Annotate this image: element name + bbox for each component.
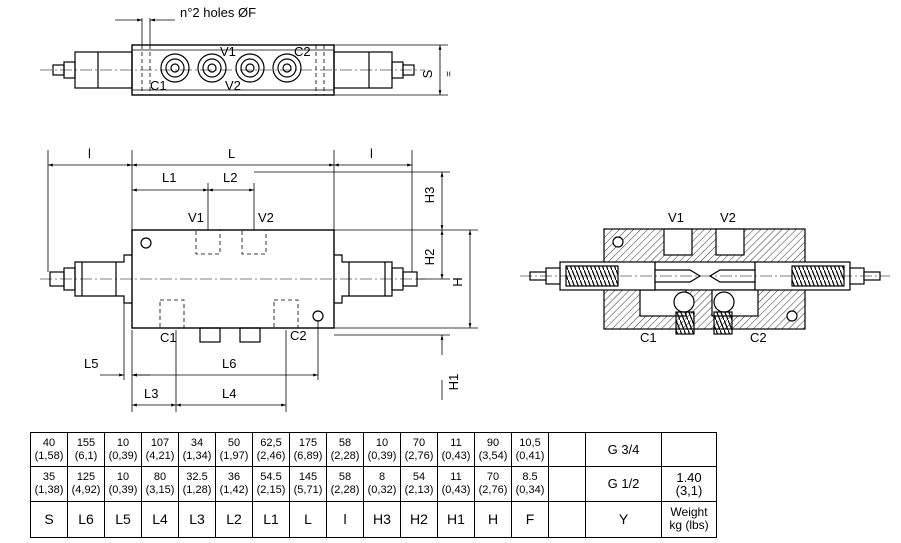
table-cell: 10(0,39) — [104, 431, 142, 468]
table-cell — [548, 466, 586, 502]
top-v1-label: V1 — [220, 44, 236, 59]
section-c1-label: C1 — [640, 330, 657, 345]
table-header-cell: H3 — [363, 500, 401, 539]
table-row: 35(1,38)125(4,92)10(0,39)80(3,15)32.5(1,… — [30, 466, 717, 502]
front-v1-label: V1 — [188, 210, 204, 225]
table-header-cell: L3 — [178, 500, 216, 539]
table-header-cell: L2 — [215, 500, 253, 539]
table-cell: 32.5(1,28) — [178, 466, 216, 502]
section-v2-label: V2 — [720, 210, 736, 225]
holes-label: n°2 holes ØF — [180, 5, 256, 20]
table-cell: 36(1,42) — [215, 466, 253, 502]
H3-label: H3 — [422, 187, 437, 204]
table-header-cell: l — [326, 500, 364, 539]
L6-label: L6 — [222, 356, 236, 371]
table-cell: 11(0,43) — [437, 431, 475, 468]
table-cell: 54(2,13) — [400, 466, 438, 502]
table-cell: 35(1,38) — [30, 466, 68, 502]
table-header-cell: H — [474, 500, 512, 539]
table-header-cell: F — [511, 500, 549, 539]
weight-cell: 1.40(3,1) — [661, 466, 717, 502]
dimension-table: 40(1,58)155(6,1)10(0,39)107(4,21)34(1,34… — [30, 431, 717, 539]
table-header-cell: L6 — [67, 500, 105, 539]
H-label: H — [450, 277, 465, 286]
table-cell: 50(1,97) — [215, 431, 253, 468]
L3-label: L3 — [144, 386, 158, 401]
table-cell: 155(6,1) — [67, 431, 105, 468]
l-left-label: l — [88, 146, 91, 161]
table-cell: 34(1,34) — [178, 431, 216, 468]
table-cell — [548, 431, 586, 468]
top-c2-label: C2 — [294, 44, 311, 59]
L-label: L — [228, 146, 235, 161]
thread-header: Y — [585, 500, 662, 539]
H2-label: H2 — [422, 249, 437, 266]
table-cell: 58(2,28) — [326, 466, 364, 502]
weight-cell — [661, 431, 717, 468]
table-cell: 90(3,54) — [474, 431, 512, 468]
table-header-cell: L4 — [141, 500, 179, 539]
thread-cell: G 1/2 — [585, 466, 662, 502]
table-cell: 10(0,39) — [363, 431, 401, 468]
table-cell: 125(4,92) — [67, 466, 105, 502]
table-header-cell: L5 — [104, 500, 142, 539]
thread-cell: G 3/4 — [585, 431, 662, 468]
section-view — [520, 228, 890, 335]
equal-mark: = — [444, 71, 455, 77]
table-cell: 10,5(0,41) — [511, 431, 549, 468]
table-header-cell: H2 — [400, 500, 438, 539]
table-header-cell — [548, 500, 586, 539]
table-header-cell: H1 — [437, 500, 475, 539]
H1-label: H1 — [446, 374, 461, 391]
top-c1-label: C1 — [150, 78, 167, 93]
front-c2-label: C2 — [290, 328, 307, 343]
front-c1-label: C1 — [160, 330, 177, 345]
top-v2-label: V2 — [225, 78, 241, 93]
table-cell: 175(6,89) — [289, 431, 327, 468]
valve-technical-drawing: n°2 holes ØF V1 V2 C1 C2 S = — [40, 5, 890, 412]
table-header-cell: L — [289, 500, 327, 539]
table-cell: 8(0,32) — [363, 466, 401, 502]
L1-label: L1 — [162, 170, 176, 185]
section-c2-label: C2 — [750, 330, 767, 345]
table-cell: 54.5(2,15) — [252, 466, 290, 502]
table-cell: 145(5,71) — [289, 466, 327, 502]
top-view — [40, 44, 425, 96]
s-dimension-label: S — [420, 69, 435, 78]
table-cell: 58(2,28) — [326, 431, 364, 468]
table-cell: 70(2,76) — [400, 431, 438, 468]
table-header-cell: S — [30, 500, 68, 539]
table-cell: 11(0,43) — [437, 466, 475, 502]
l-right-label: l — [370, 146, 373, 161]
front-v2-label: V2 — [258, 210, 274, 225]
table-cell: 107(4,21) — [141, 431, 179, 468]
table-cell: 40(1,58) — [30, 431, 68, 468]
L5-label: L5 — [84, 356, 98, 371]
L4-label: L4 — [222, 386, 236, 401]
table-cell: 70(2,76) — [474, 466, 512, 502]
table-cell: 8.5(0,34) — [511, 466, 549, 502]
table-cell: 10(0,39) — [104, 466, 142, 502]
section-v1-label: V1 — [668, 210, 684, 225]
table-header-cell: L1 — [252, 500, 290, 539]
table-row: 40(1,58)155(6,1)10(0,39)107(4,21)34(1,34… — [30, 431, 717, 468]
L2-label: L2 — [223, 170, 237, 185]
table-cell: 62,5(2,46) — [252, 431, 290, 468]
front-view — [40, 229, 425, 343]
table-cell: 80(3,15) — [141, 466, 179, 502]
